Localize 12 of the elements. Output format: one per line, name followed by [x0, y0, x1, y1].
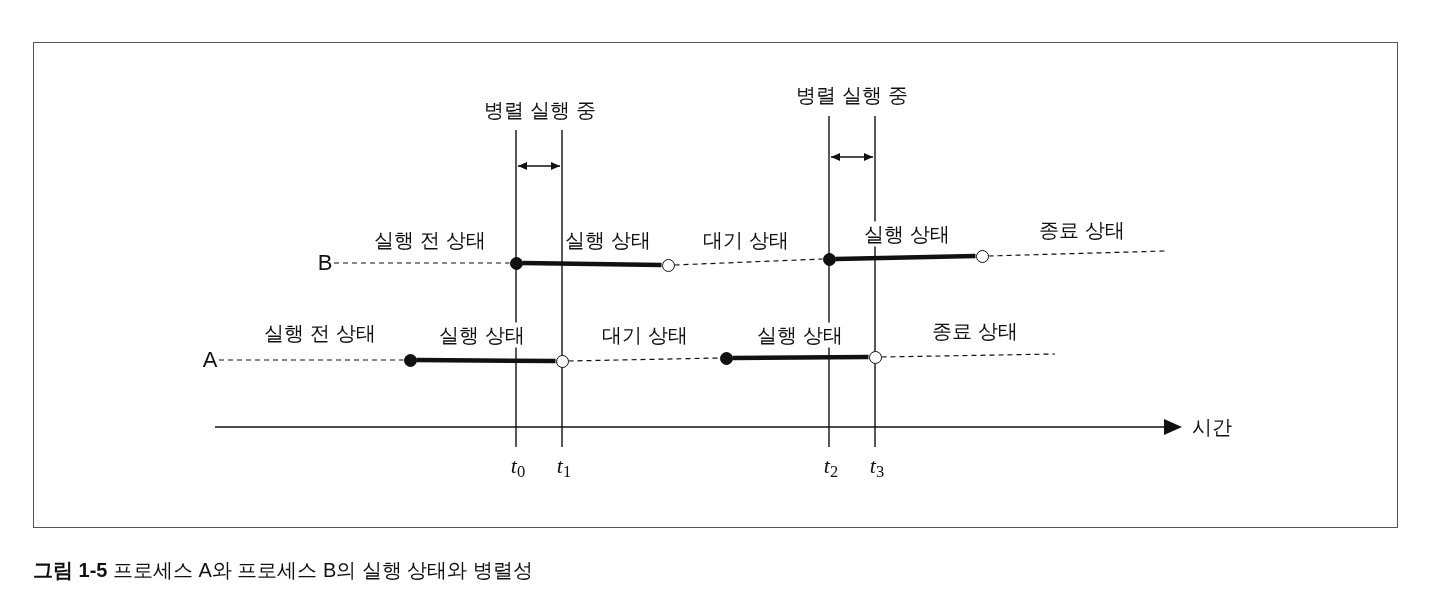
state-line	[522, 260, 662, 268]
dashed-line	[673, 258, 824, 266]
state-line	[835, 253, 976, 262]
state-line	[416, 357, 556, 364]
caption: 그림 1-5 프로세스 A와 프로세스 B의 실행 상태와 병렬성	[33, 558, 534, 583]
state-line	[732, 354, 869, 361]
dashed-line	[987, 250, 1166, 257]
dashed-line	[218, 359, 405, 361]
process-label: A	[201, 347, 219, 373]
dashed-line	[880, 353, 1056, 358]
process-label: B	[316, 250, 334, 276]
dashed-line	[333, 262, 511, 264]
